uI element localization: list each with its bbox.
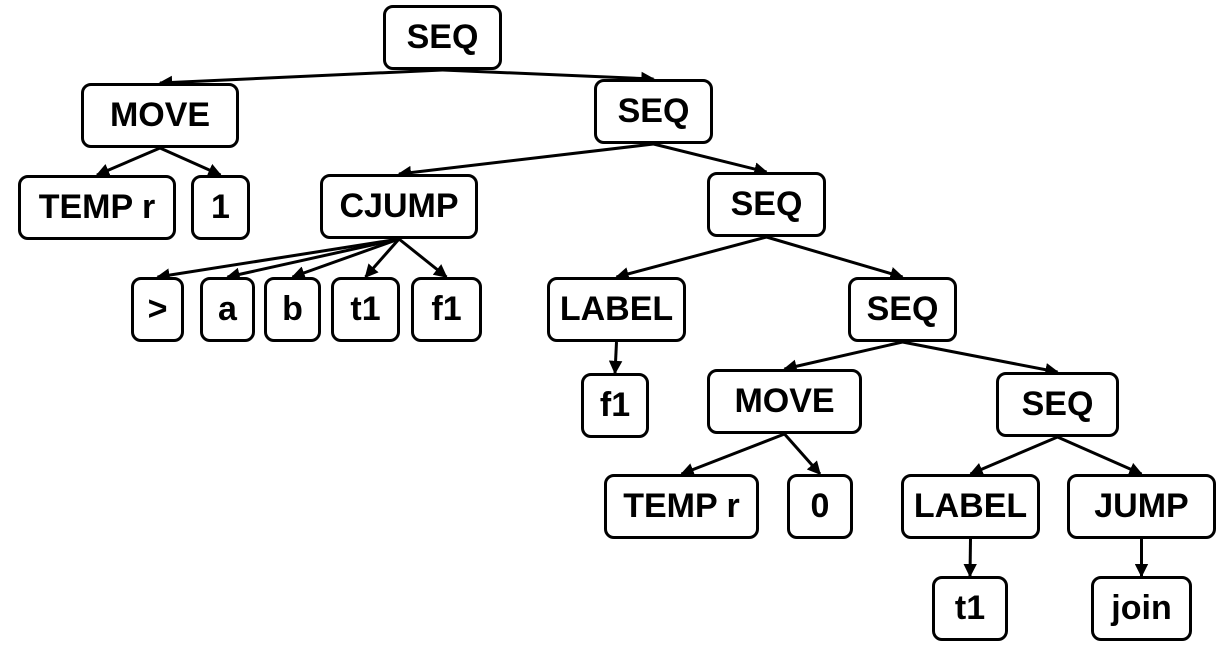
edge-move_1-to-temp_r_1 [95, 146, 161, 177]
node-label-2: LABEL [901, 474, 1040, 539]
edge-cjump-to-var_b [291, 237, 400, 280]
node-seq-3: SEQ [707, 172, 826, 237]
edge-seq_root-to-move_1 [158, 68, 443, 90]
edge-seq_4-to-move_2 [783, 340, 903, 373]
edge-seq_3-to-label_1 [615, 235, 767, 281]
node-t1-name: t1 [932, 576, 1008, 641]
node-const-0: 0 [787, 474, 853, 539]
node-const-1: 1 [191, 175, 250, 240]
edge-move_2-to-const_0 [783, 433, 822, 476]
node-temp-r-1: TEMP r [18, 175, 176, 240]
edge-cjump-to-op_gt [156, 237, 400, 282]
edge-seq_3-to-seq_4 [766, 235, 904, 281]
edge-cjump-to-var_a [226, 237, 400, 281]
node-cjump-arg-f1: f1 [411, 277, 482, 342]
edge-seq_2-to-cjump [397, 142, 654, 180]
node-var-b: b [264, 277, 321, 342]
edge-seq_2-to-seq_3 [653, 142, 768, 176]
node-seq-4: SEQ [848, 277, 957, 342]
edge-label_1-to-f1_name [608, 341, 623, 375]
node-var-a: a [200, 277, 255, 342]
node-move-1: MOVE [81, 83, 239, 148]
node-op-gt: > [131, 277, 184, 342]
node-cjump-arg-t1: t1 [331, 277, 400, 342]
edge-cjump-to-label_f1_arg [398, 237, 448, 279]
node-cjump: CJUMP [320, 174, 478, 239]
node-seq-2: SEQ [594, 79, 713, 144]
edge-cjump-to-label_t1_arg [364, 238, 401, 279]
node-seq-5: SEQ [996, 372, 1119, 437]
edge-seq_5-to-jump [1056, 435, 1143, 476]
edge-seq_4-to-seq_5 [902, 340, 1059, 377]
node-jump: JUMP [1067, 474, 1216, 539]
edge-label_2-to-t1_name [963, 538, 977, 578]
node-f1-name: f1 [581, 373, 649, 438]
edge-seq_root-to-seq_2 [442, 68, 655, 86]
node-temp-r-2: TEMP r [604, 474, 759, 539]
edge-move_1-to-const_1 [159, 146, 222, 177]
node-join-name: join [1091, 576, 1192, 641]
node-label-1: LABEL [547, 277, 686, 342]
edge-move_2-to-temp_r_2 [680, 432, 786, 476]
edge-seq_5-to-label_2 [969, 435, 1059, 476]
node-seq-root: SEQ [383, 5, 502, 70]
node-move-2: MOVE [707, 369, 862, 434]
